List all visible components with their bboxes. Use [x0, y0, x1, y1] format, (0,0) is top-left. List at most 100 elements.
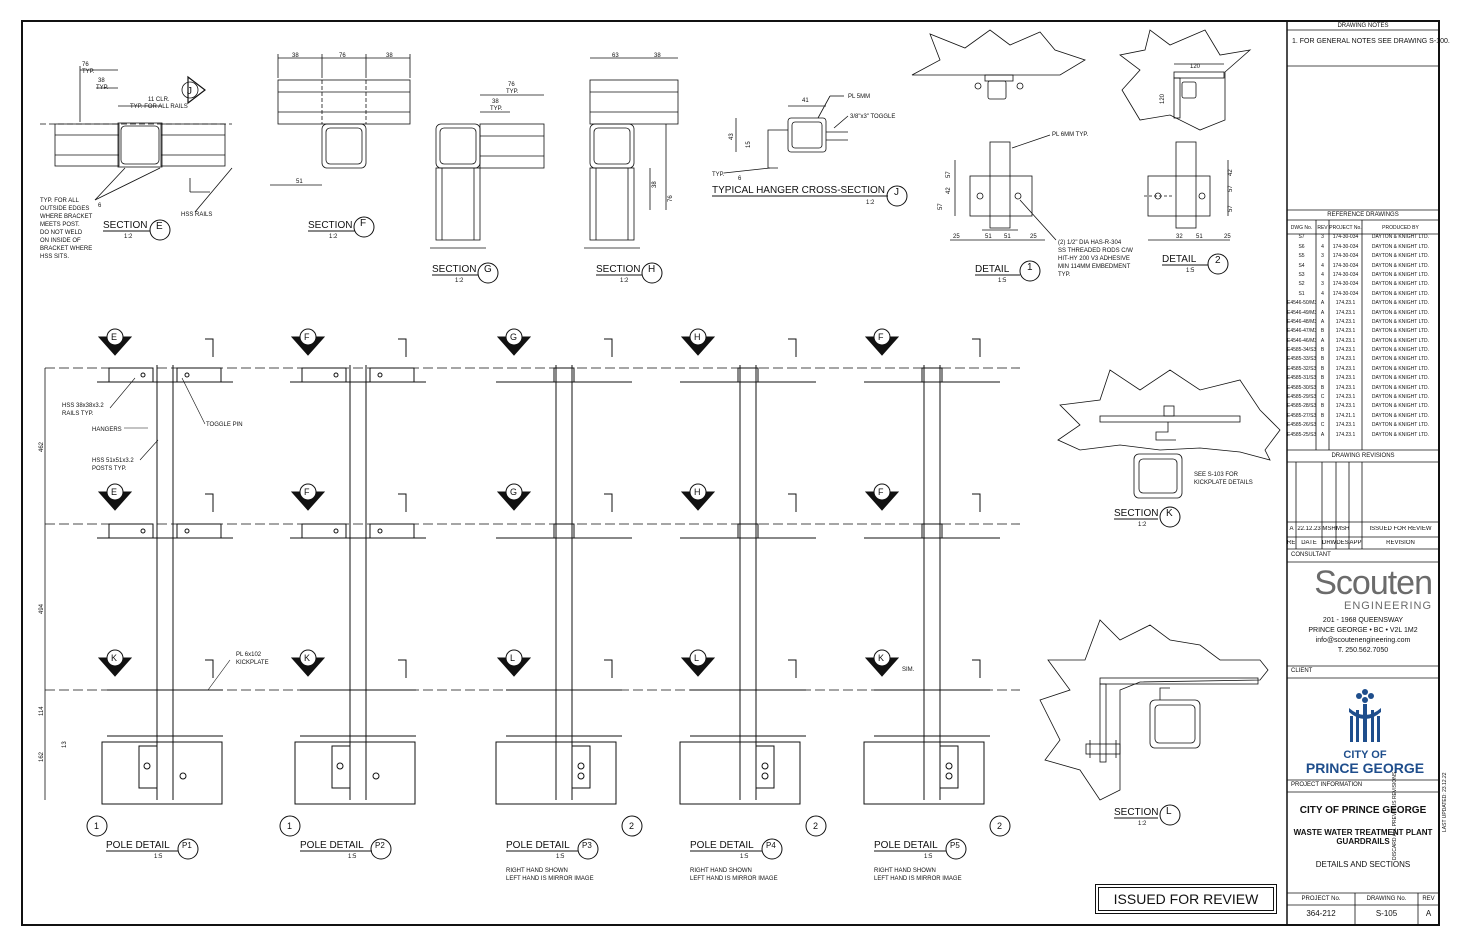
city-emblem-icon: [1349, 689, 1381, 742]
drawing-no-value: S-105: [1375, 909, 1398, 918]
elevation-notes: [109, 377, 231, 691]
ref-cell: E4585-30/S316: [1287, 384, 1316, 391]
ref-cell: DAYTON & KNIGHT LTD.: [1371, 328, 1430, 335]
dim-top-120a: 120: [1190, 64, 1201, 70]
dim-d1-51b: 51: [1004, 234, 1011, 240]
ref-cell: DAYTON & KNIGHT LTD.: [1371, 431, 1430, 438]
hanger-bolt: [377, 528, 383, 534]
dim-top-120b: 120: [1160, 93, 1166, 104]
concrete-base: [294, 741, 416, 805]
section-cut-arrow: [972, 493, 981, 512]
dim-d1-25a: 25: [953, 234, 960, 240]
detail-callout-circle: [86, 815, 108, 837]
section-cut-circle: [505, 649, 523, 667]
hanger-drawing: [723, 95, 849, 174]
base-plate: [331, 745, 351, 789]
revision-header-cell: REVISION: [1386, 540, 1415, 546]
title-hanger: TYPICAL HANGER CROSS-SECTION 1:2 J: [712, 185, 908, 207]
dim-v-462: 462: [39, 441, 45, 452]
section-cut-label: F: [304, 487, 310, 497]
section-cut-arrow: [788, 659, 797, 678]
ref-cell: DAYTON & KNIGHT LTD.: [1371, 365, 1430, 372]
section-cut-arrow: [972, 338, 981, 357]
scouten-logo-text: Scouten: [1314, 564, 1433, 602]
svg-text:1:2: 1:2: [455, 278, 464, 284]
svg-text:WHERE BRACKET: WHERE BRACKET: [40, 214, 93, 220]
note-hss-rails: HSS RAILS: [181, 212, 212, 218]
title-section-e: SECTION 1:2 E: [103, 219, 171, 241]
project-no-value: 364-212: [1306, 909, 1336, 918]
svg-text:SECTION: SECTION: [1114, 508, 1158, 519]
section-cut-arrow: [604, 493, 613, 512]
anchor-bolt: [577, 762, 585, 770]
ref-cell: E4585-28/S314: [1287, 403, 1316, 410]
section-cut-arrow: [205, 659, 214, 678]
svg-text:F: F: [360, 218, 366, 229]
dim-f-51: 51: [296, 179, 303, 185]
svg-text:ON INSIDE OF: ON INSIDE OF: [40, 238, 81, 244]
svg-text:1: 1: [1027, 262, 1033, 273]
section-cut-circle: [299, 483, 317, 501]
detail-2-drawing: [1144, 141, 1230, 241]
svg-text:P3: P3: [582, 841, 592, 850]
svg-text:P2: P2: [375, 841, 385, 850]
project-info-block: CITY OF PRINCE GEORGE WASTE WATER TREATM…: [1287, 805, 1439, 869]
ref-cell: A: [1320, 309, 1325, 316]
ref-cell: 4: [1321, 271, 1324, 278]
rev-label: REV: [1422, 896, 1435, 902]
dim-d1-57b: 57: [938, 203, 944, 210]
ref-cell: REV: [1317, 225, 1328, 231]
ref-cell: 174-30-034: [1332, 253, 1359, 260]
concrete-base: [679, 741, 801, 805]
dim-e-76: 76: [82, 62, 89, 68]
hanger-bolt: [333, 372, 339, 378]
revision-cell: [1349, 526, 1362, 532]
ref-cell: C: [1320, 422, 1325, 429]
section-cut-j: J: [187, 86, 192, 97]
svg-text:DETAIL: DETAIL: [1162, 254, 1197, 265]
section-cut-label: F: [878, 332, 884, 342]
dim-h-76: 76: [668, 195, 674, 202]
ref-cell: DAYTON & KNIGHT LTD.: [1371, 394, 1430, 401]
consultant-email[interactable]: info@scoutenengineering.com: [1315, 637, 1411, 644]
ref-cell: 174-30-034: [1332, 290, 1359, 297]
note-rails-1: HSS 38x38x3.2: [62, 403, 104, 409]
section-h-drawing: [584, 57, 679, 249]
client-logo-line-1: CITY OF: [1343, 749, 1387, 761]
revision-cell: MSH: [1322, 526, 1336, 532]
consultant-address-1: 201 - 1968 QUEENSWAY: [1322, 617, 1404, 624]
note-rails-2: RAILS TYP.: [62, 411, 94, 417]
ref-cell: B: [1320, 328, 1325, 335]
section-cut-label: E: [111, 487, 117, 497]
dim-d1-25b: 25: [1030, 234, 1037, 240]
svg-text:1:5: 1:5: [556, 854, 565, 860]
svg-text:P5: P5: [950, 841, 960, 850]
svg-text:1:5: 1:5: [154, 854, 163, 860]
top-corner-detail: [1119, 29, 1252, 131]
dim-hanger-43: 43: [729, 133, 735, 140]
ref-cell: DAYTON & KNIGHT LTD.: [1371, 300, 1430, 307]
dim-d2-32: 32: [1176, 234, 1183, 240]
ref-cell: 174.23.1: [1335, 365, 1356, 372]
anchor-bolt: [761, 772, 769, 780]
ref-cell: DAYTON & KNIGHT LTD.: [1371, 422, 1430, 429]
note-toggle-pin: TOGGLE PIN: [206, 422, 243, 428]
section-cut-arrow: [205, 338, 214, 357]
ref-cell: 174.23.1: [1335, 375, 1356, 382]
revision-header-cell: APP: [1349, 540, 1362, 546]
section-l-drawing: [1039, 619, 1269, 801]
svg-text:MEETS POST.: MEETS POST.: [40, 222, 80, 228]
dim-d2-42: 42: [1228, 169, 1234, 176]
rail-bracket: [921, 523, 943, 539]
dim-hanger-15: 15: [746, 141, 752, 148]
svg-text:DO NOT WELD: DO NOT WELD: [40, 230, 83, 236]
ref-cell: DAYTON & KNIGHT LTD.: [1371, 347, 1430, 354]
section-cut-arrow: [604, 338, 613, 357]
